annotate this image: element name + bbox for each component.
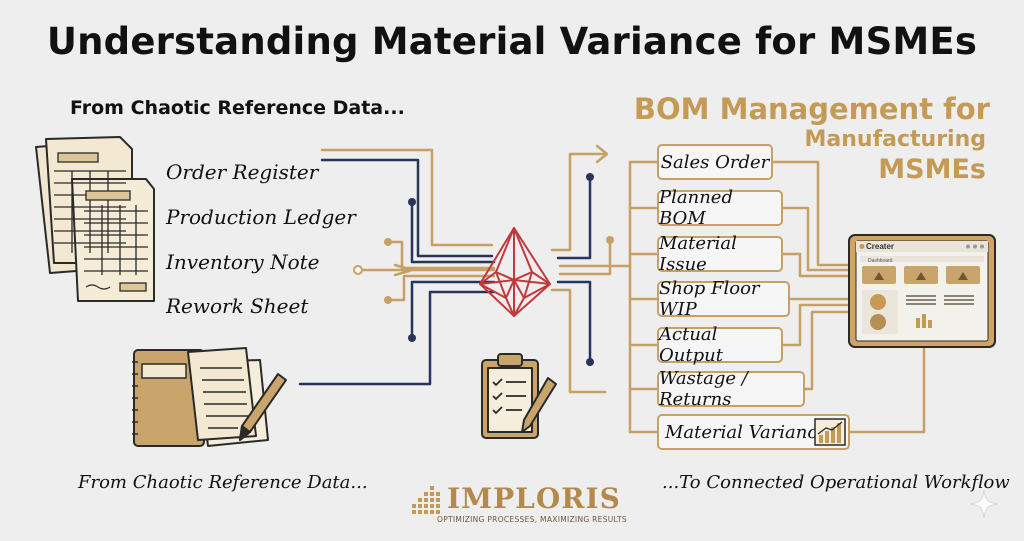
clipboard-checklist-icon (481, 353, 557, 439)
step-material-variance-label: Material Variance (665, 421, 829, 443)
brand-name: IMPLORIS (447, 482, 621, 515)
brand-tagline: OPTIMIZING PROCESSES, MAXIMIZING RESULTS (437, 515, 627, 524)
spreadsheet-stack-icon (35, 136, 155, 302)
tablet-dashboard-icon (848, 234, 996, 348)
notebook-pencil-icon (132, 347, 287, 447)
left-heading: From Chaotic Reference Data... (70, 97, 405, 119)
source-inventory-note: Inventory Note (166, 250, 320, 274)
step-planned-bom: Planned BOM (657, 187, 783, 229)
diagram-title: Understanding Material Variance for MSME… (46, 20, 978, 63)
brand-logo-icon (412, 486, 440, 514)
sparkle-icon (969, 489, 999, 519)
bom-title-line3: MSMEs (878, 154, 986, 185)
bom-title-line1: BOM Management for (633, 92, 990, 126)
step-wastage-returns: Wastage / Returns (657, 368, 805, 410)
source-production-ledger: Production Ledger (166, 205, 356, 229)
footer-right-caption: ...To Connected Operational Workflow (662, 472, 1010, 493)
tablet-app-title: Creater (866, 242, 895, 251)
footer-left-caption: From Chaotic Reference Data... (78, 472, 368, 493)
bar-chart-icon (814, 418, 846, 446)
prism-hub-icon (479, 227, 551, 317)
source-order-register: Order Register (166, 160, 319, 184)
source-rework-sheet: Rework Sheet (166, 294, 309, 318)
bom-title-line2: Manufacturing (804, 127, 987, 152)
step-actual-output: Actual Output (657, 324, 783, 366)
step-shop-floor-wip: Shop Floor WIP (657, 278, 790, 320)
tablet-subtitle: Dashboard (868, 258, 893, 264)
step-sales-order: Sales Order (657, 144, 773, 180)
bom-title: BOM Management for Manufacturing MSMEs (634, 92, 990, 186)
step-material-issue: Material Issue (657, 233, 783, 275)
